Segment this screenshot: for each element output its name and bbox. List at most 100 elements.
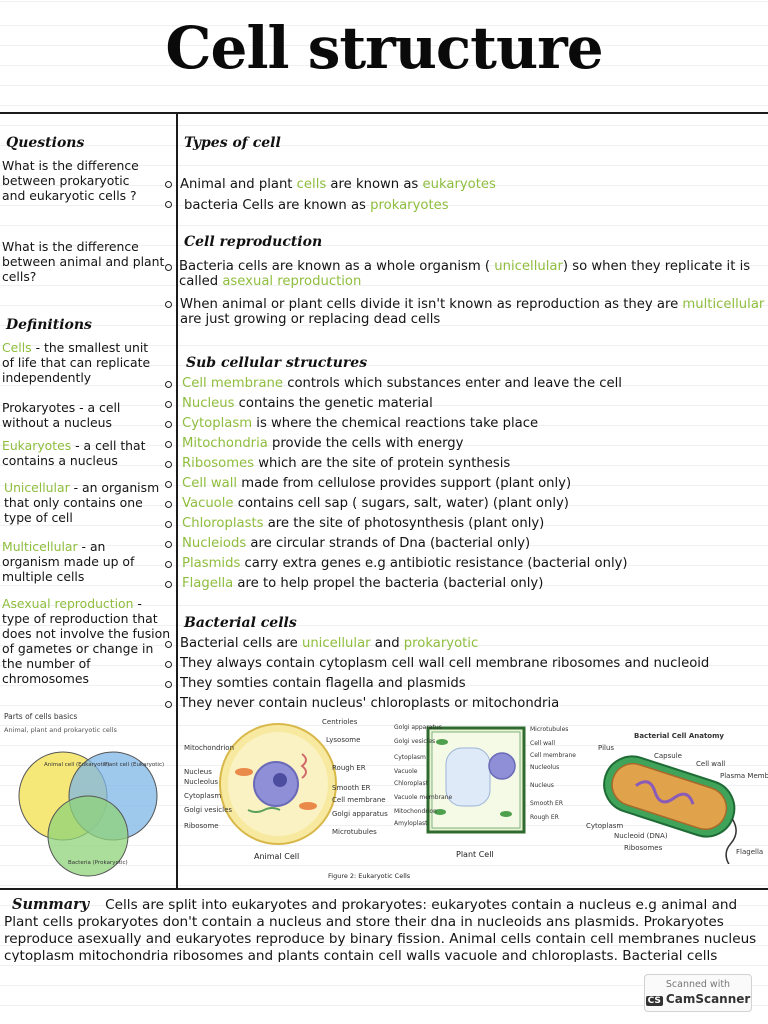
animal-cell-nucleolus [273, 773, 287, 787]
bacterial-label: Plasma Membrane [720, 772, 768, 780]
animal-label: Nucleolus [184, 778, 219, 786]
reproduction-paragraph-1: Bacteria cells are known as a whole orga… [179, 259, 751, 289]
venn-diagram-figure: Parts of cells basics Animal, plant and … [0, 710, 172, 886]
list-item: They somties contain flagella and plasmi… [180, 676, 466, 691]
venn-label-plant: Plant cell (Eukaryotic) [104, 762, 165, 768]
plant-label: Golgi vesicles [394, 738, 436, 745]
plant-label: Smooth ER [530, 800, 564, 807]
plant-label: Vacuole [394, 768, 418, 775]
subcellular-structures-heading: Sub cellular structures [182, 354, 419, 372]
list-item: Flagella are to help propel the bacteria… [182, 576, 544, 591]
reproduction-paragraph-2: When animal or plant cells divide it isn… [180, 297, 765, 327]
types-of-cell-line-2: bacteria Cells are known as prokaryotes [184, 198, 449, 213]
list-item: They always contain cytoplasm cell wall … [180, 656, 710, 671]
list-item: They never contain nucleus' chloroplasts… [180, 696, 560, 711]
definition-cells: Cells - the smallest unit of life that c… [2, 340, 151, 385]
plant-cell-caption: Plant Cell [456, 850, 494, 859]
bacterial-label: Nucleoid (DNA) [614, 832, 668, 840]
bullet [165, 561, 172, 568]
cell-reproduction-heading: Cell reproduction [180, 233, 361, 251]
mitochondrion-shape [235, 768, 253, 776]
plant-label: Nucleus [530, 782, 554, 789]
bacterium-flagellum [725, 818, 737, 864]
plant-cell-vacuole [445, 747, 491, 807]
animal-label: Mitochondrion [184, 744, 235, 752]
plant-cell-nucleus [488, 752, 516, 780]
page-title: Cell structure [165, 14, 603, 82]
camscanner-scanned-with: Scanned with [665, 979, 731, 990]
bacterial-label: Pilus [598, 744, 615, 752]
plant-label: Microtubules [530, 726, 569, 733]
bullet [165, 681, 172, 688]
plant-label: Cytoplasm [394, 754, 426, 761]
bacterial-label: Cell wall [696, 760, 726, 768]
animal-label: Cytoplasm [184, 792, 222, 800]
plant-label: Rough ER [530, 814, 559, 821]
definition-prokaryotes: Prokaryotes - a cell without a nucleus [2, 400, 121, 430]
venn-circles-svg [18, 751, 158, 877]
bullet [165, 401, 172, 408]
summary-divider [0, 888, 768, 890]
list-item: Cytoplasm is where the chemical reaction… [182, 416, 539, 431]
bacterial-cell-svg [603, 755, 737, 864]
bacterial-cell-figure: Bacterial Cell Anatomy Pilus Capsule Cel… [584, 730, 768, 864]
list-item: Plasmids carry extra genes e.g antibioti… [182, 556, 628, 571]
plant-cell-svg [426, 726, 526, 834]
title-divider [0, 112, 768, 114]
venn-subtitle: Animal, plant and prokaryotic cells [4, 726, 117, 734]
list-item: Bacterial cells are unicellular and prok… [180, 636, 479, 651]
list-item: Cell wall made from cellulose provides s… [182, 476, 572, 491]
animal-label: Ribosome [184, 822, 219, 830]
bullet [165, 521, 172, 528]
chloroplast-shape [500, 811, 512, 817]
animal-label: Microtubules [332, 828, 377, 836]
animal-label: Nucleus [184, 768, 212, 776]
types-of-cell-line-1: Animal and plant cells are known as euka… [180, 177, 496, 192]
plant-label: Chloroplast [394, 780, 428, 787]
chloroplast-shape [436, 739, 448, 745]
summary-text: Cells are split into eukaryotes and prok… [4, 897, 757, 962]
bacterial-cells-heading: Bacterial cells [180, 614, 301, 632]
bacterium-cytoplasm [611, 762, 728, 830]
venn-label-animal: Animal cell (Eukaryotic) [44, 762, 110, 768]
bullet [165, 481, 172, 488]
animal-label: Golgi apparatus [332, 810, 388, 818]
camscanner-logo-icon: CS [645, 996, 663, 1006]
bullet [165, 581, 172, 588]
list-item: Nucleiods are circular strands of Dna (b… [182, 536, 531, 551]
animal-cell-caption: Animal Cell [254, 852, 300, 861]
plant-label: Vacuole membrane [394, 794, 453, 801]
venn-title: Parts of cells basics [4, 712, 78, 721]
bullet [165, 421, 172, 428]
animal-label: Smooth ER [332, 784, 371, 792]
venn-circle-bacteria [47, 795, 129, 877]
column-divider [176, 112, 178, 890]
bullet [165, 661, 172, 668]
definitions-heading: Definitions [2, 316, 124, 334]
bullet [165, 264, 172, 271]
list-item: Cell membrane controls which substances … [182, 376, 622, 391]
bullet [165, 201, 172, 208]
er-shape [300, 753, 307, 779]
bullet [165, 641, 172, 648]
questions-heading: Questions [2, 134, 141, 152]
bullet [165, 461, 172, 468]
bacterial-figure-title: Bacterial Cell Anatomy [634, 732, 724, 740]
list-item: Mitochondria provide the cells with ener… [182, 436, 464, 451]
definition-unicellular: Unicellular - an organism that only cont… [4, 480, 160, 525]
list-item: Vacuole contains cell sap ( sugars, salt… [182, 496, 569, 511]
animal-label: Lysosome [326, 736, 361, 744]
animal-cell-figure: Mitochondrion Nucleus Nucleolus Cytoplas… [182, 714, 388, 878]
mitochondrion-shape [299, 802, 317, 810]
plant-label: Amyloplast [394, 820, 428, 827]
bacterial-label: Cytoplasm [586, 822, 624, 830]
bullet [165, 501, 172, 508]
bullet [165, 301, 172, 308]
